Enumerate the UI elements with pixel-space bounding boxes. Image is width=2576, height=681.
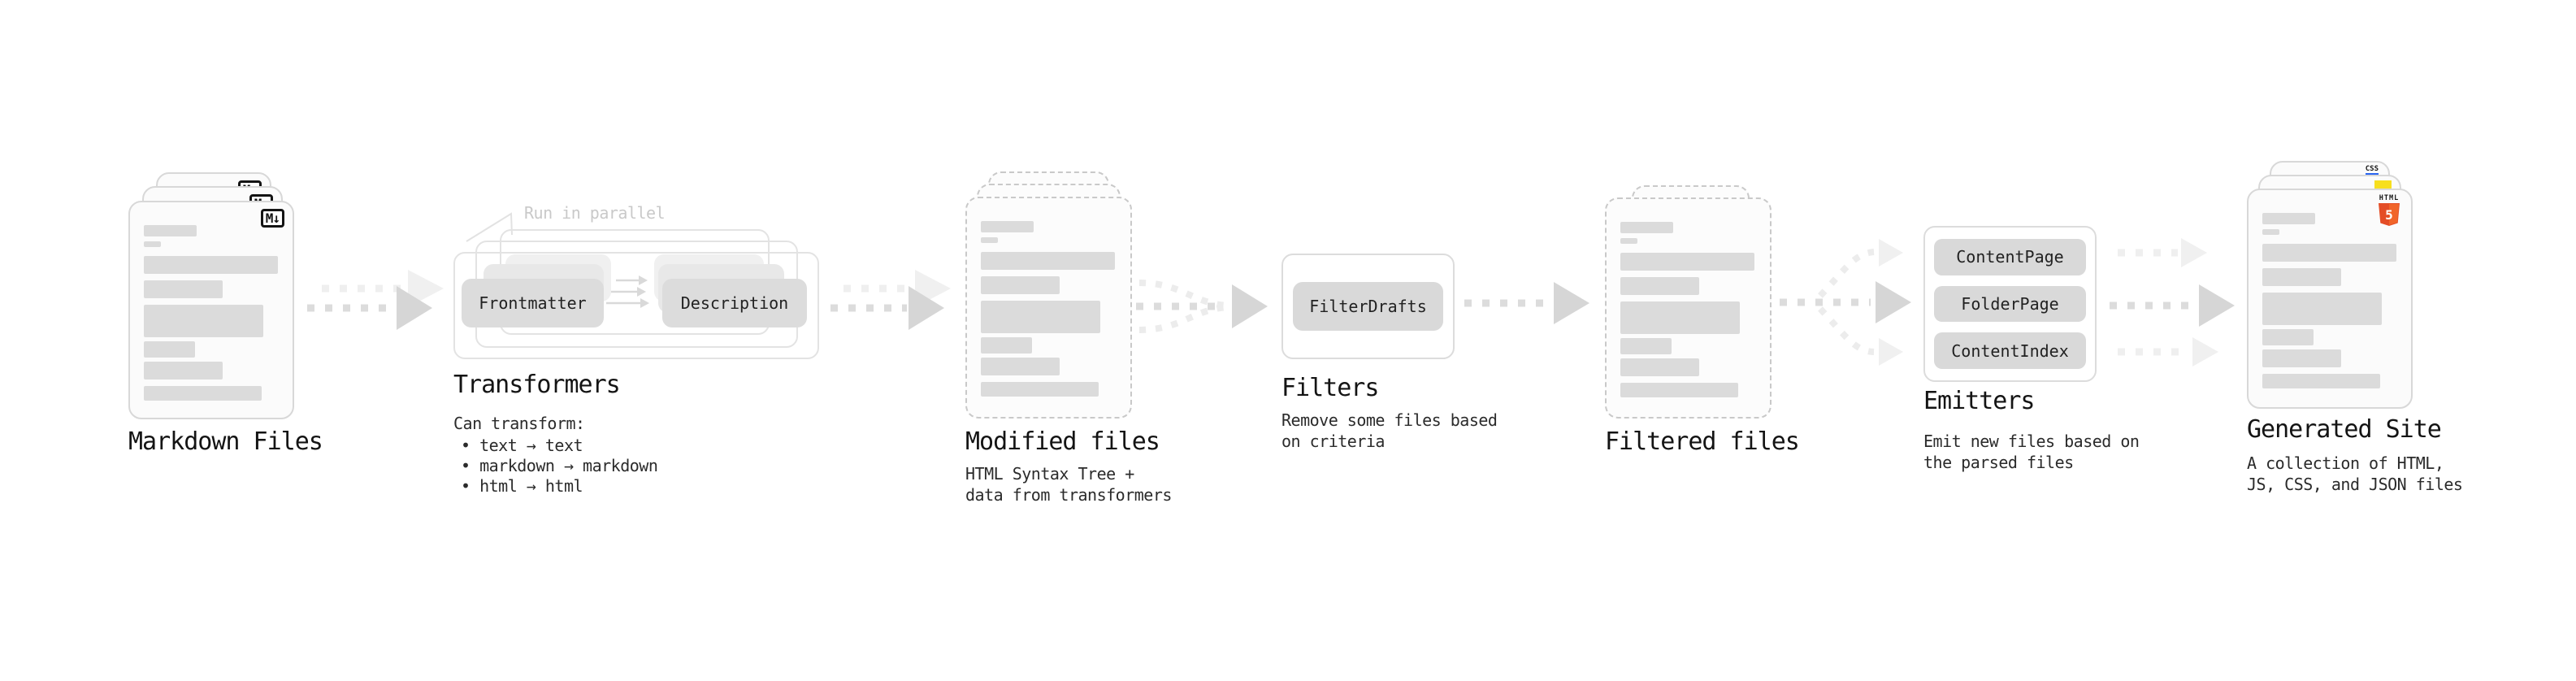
frontmatter-pill: Frontmatter bbox=[462, 279, 604, 327]
desc-line: data from transformers bbox=[965, 485, 1172, 505]
arrow-emitters-to-generated bbox=[2110, 238, 2235, 367]
html5-shield: 5 bbox=[2379, 203, 2400, 226]
emitters-desc: Emit new files based on the parsed files bbox=[1923, 431, 2140, 473]
generated-file-card-front: HTML 5 bbox=[2247, 189, 2413, 409]
doc-content-placeholder bbox=[1620, 222, 1754, 397]
desc-line: JS, CSS, and JSON files bbox=[2247, 475, 2463, 494]
modified-files-desc: HTML Syntax Tree + data from transformer… bbox=[965, 463, 1172, 505]
desc-line: Emit new files based on bbox=[1923, 432, 2140, 451]
folderpage-pill: FolderPage bbox=[1934, 285, 2086, 323]
filters-box: FilterDrafts bbox=[1281, 254, 1455, 359]
doc-content-placeholder bbox=[981, 221, 1115, 397]
arrow-filtered-to-emitters bbox=[1780, 239, 1911, 366]
transformers-title: Transformers bbox=[453, 371, 621, 399]
parallel-run-arrows bbox=[606, 275, 649, 308]
html5-icon-label: HTML bbox=[2379, 194, 2400, 202]
transformer-box-front bbox=[453, 252, 819, 359]
desc-line: on criteria bbox=[1281, 432, 1385, 451]
filtered-file-card-front bbox=[1605, 197, 1772, 419]
desc-line: the parsed files bbox=[1923, 453, 2074, 472]
filters-desc: Remove some files based on criteria bbox=[1281, 410, 1498, 452]
description-pill: Description bbox=[662, 279, 807, 327]
html5-icon: HTML 5 bbox=[2377, 195, 2401, 226]
desc-line: HTML Syntax Tree + bbox=[965, 464, 1134, 484]
contentindex-pill: ContentIndex bbox=[1934, 332, 2086, 370]
desc-line: Remove some files based bbox=[1281, 410, 1498, 430]
bullet-item: • html → html bbox=[461, 476, 583, 496]
run-in-parallel-annotation: Run in parallel bbox=[524, 203, 666, 223]
css-icon: CSS bbox=[2365, 166, 2379, 176]
arrow-markdown-to-transformers bbox=[307, 270, 444, 330]
emitters-title: Emitters bbox=[1923, 387, 2035, 415]
markdown-file-card-front: M↓ bbox=[128, 201, 294, 419]
filterdrafts-pill: FilterDrafts bbox=[1293, 282, 1443, 331]
modified-files-title: Modified files bbox=[965, 427, 1160, 456]
desc-line: A collection of HTML, bbox=[2247, 453, 2444, 473]
svg-text:5: 5 bbox=[2385, 207, 2393, 223]
annotation-leader-line bbox=[466, 212, 513, 242]
markdown-icon: M↓ bbox=[260, 209, 284, 228]
doc-content-placeholder bbox=[144, 225, 278, 401]
transformers-bullet-list: • text → text • markdown → markdown • ht… bbox=[461, 436, 658, 497]
transformers-desc: Can transform: bbox=[453, 414, 585, 433]
arrow-transformers-to-modified bbox=[830, 270, 951, 330]
arrow-modified-to-filters bbox=[1136, 280, 1268, 333]
bullet-item: • text → text bbox=[461, 436, 583, 455]
javascript-icon bbox=[2374, 180, 2392, 189]
filters-title: Filters bbox=[1281, 374, 1379, 402]
generated-site-title: Generated Site bbox=[2247, 415, 2442, 444]
generated-site-desc: A collection of HTML, JS, CSS, and JSON … bbox=[2247, 453, 2463, 495]
doc-content-placeholder bbox=[2262, 213, 2396, 388]
bullet-item: • markdown → markdown bbox=[461, 456, 658, 475]
emitters-box: ContentPage FolderPage ContentIndex bbox=[1923, 226, 2097, 382]
modified-file-card-front bbox=[965, 197, 1132, 419]
markdown-files-title: Markdown Files bbox=[128, 427, 323, 456]
filtered-files-title: Filtered files bbox=[1605, 427, 1800, 456]
arrow-filters-to-filtered bbox=[1464, 282, 1589, 324]
contentpage-pill: ContentPage bbox=[1934, 239, 2086, 275]
